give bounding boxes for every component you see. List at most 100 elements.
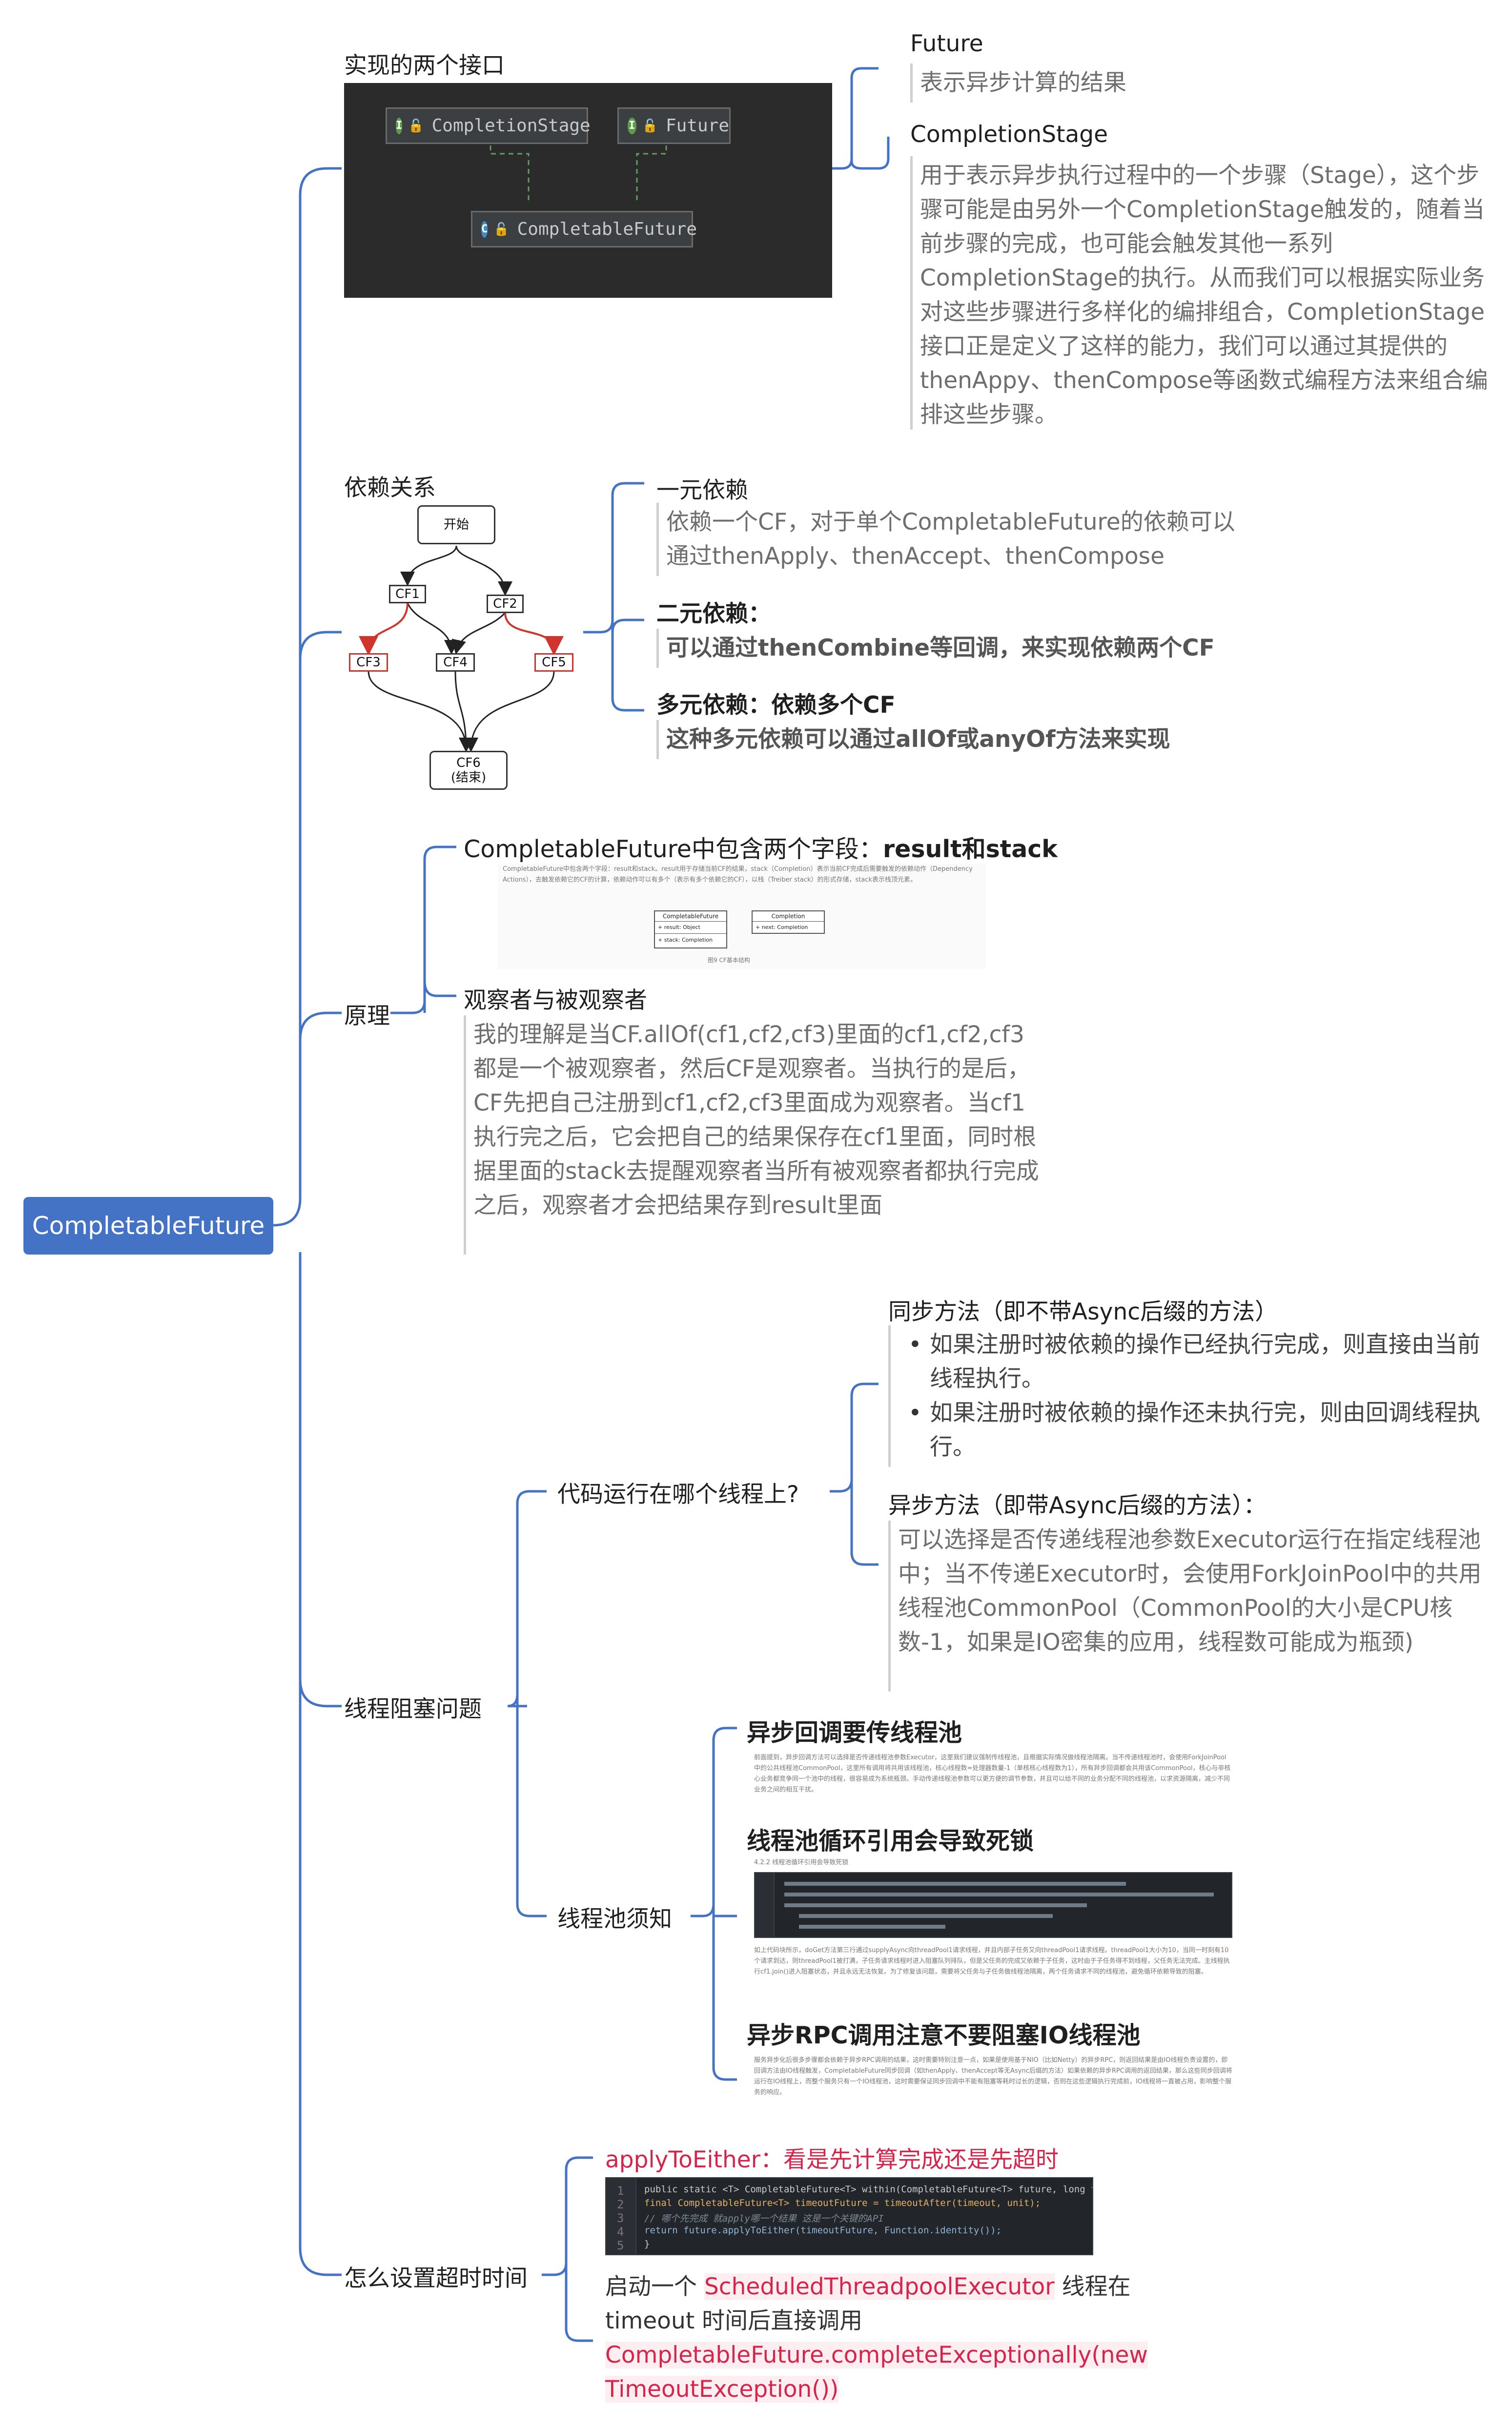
fields-title-bold: result和stack [882,835,1058,863]
async-bar [888,1521,891,1691]
uml-future: I 🔓 Future [617,107,731,144]
stage-title[interactable]: CompletionStage [910,121,1108,148]
branch-blocking[interactable]: 线程阻塞问题 [344,1696,482,1723]
note2-text: 如上代码块所示，doGet方法第三行通过supplyAsync向threadPo… [754,1947,1230,1976]
thumb-box1-f1: + result: Object [655,922,726,934]
node-cf6-line1: CF6 [456,756,481,770]
sync-bar [888,1325,891,1467]
thumb-box2-title: Completion [753,911,824,922]
connector-note1 [691,1727,737,1917]
observer-bar [464,1015,466,1255]
connector-future [832,67,879,170]
stage-bar [910,156,913,430]
binary-title[interactable]: 二元依赖： [656,600,771,627]
future-desc: 表示异步计算的结果 [920,69,1126,96]
node-start: 开始 [417,505,495,544]
observer-title[interactable]: 观察者与被观察者 [464,987,647,1014]
branch-dependency[interactable]: 依赖关系 [344,474,436,501]
interface-icon: I [396,117,403,134]
fields-title-prefix: CompletableFuture中包含两个字段： [464,835,883,863]
sync-bullet-1: 如果注册时被依赖的操作已经执行完成，则直接由当前线程执行。 [908,1328,1484,1396]
timeout-code-block: 1 2 3 4 5 public static <T> CompletableF… [605,2177,1093,2255]
uml-future-label: Future [665,116,729,136]
timeout-desc-p1: 启动一个 [605,2273,697,2300]
connector-blocking [299,1252,342,1708]
code-line-number-3: 3 [617,2211,624,2225]
uml-completion-stage: I 🔓 CompletionStage [386,107,591,144]
note3-text: 服务异步化后很多步骤都会依赖于异步RPC调用的结果，这时需要特别注意一点，如果是… [754,2057,1232,2096]
connector-principle [299,1011,342,1198]
principle-thumbnail: CompletableFuture中包含两个字段：result和stack。re… [498,864,986,969]
pool-notes-label[interactable]: 线程池须知 [557,1906,672,1933]
node-cf4: CF4 [436,653,475,672]
code-line-number-4: 4 [617,2225,624,2239]
thumb-box1-title: CompletableFuture [655,911,726,922]
note1-text: 前面提到，异步回调方法可以选择是否传递线程池参数Executor，这里我们建议强… [754,1754,1231,1793]
uml-completable-future-label: CompletableFuture [517,219,697,239]
connector-note3 [712,1916,737,2081]
note3-title[interactable]: 异步RPC调用注意不要阻塞IO线程池 [747,2021,1141,2049]
stage-desc: 用于表示异步执行过程中的一个步骤（Stage），这个步骤可能是由另外一个Comp… [920,162,1488,428]
multi-bar [656,720,659,759]
note2-code-block [754,1872,1232,1938]
lock-icon: 🔓 [642,118,658,133]
apply-title[interactable]: applyToEither：看是先计算完成还是先超时 [605,2146,1059,2173]
timeout-desc-red1: ScheduledThreadpoolExecutor [704,2273,1055,2300]
connector-timeout-desc [565,2263,593,2342]
multi-title[interactable]: 多元依赖：依赖多个CF [656,692,896,719]
timeout-desc-p2: 线程在timeout 时间后直接调用 [605,2273,1131,2334]
connector-async [850,1479,879,1566]
sync-title[interactable]: 同步方法（即不带Async后缀的方法） [888,1298,1278,1325]
connector-timeout [299,1679,342,2276]
uml-completable-future: C 🔓 CompletableFuture [471,211,697,247]
binary-bar [656,629,659,668]
note2-title[interactable]: 线程池循环引用会导致死锁 [747,1827,1034,1855]
node-cf5: CF5 [534,653,573,672]
thumb-text: CompletableFuture中包含两个字段：result和stack。re… [503,865,973,884]
thumb-box1-f2: + stack: Completion [658,937,713,943]
code-line-3: // 哪个先完成 就apply哪一个结果 这是一个关键的API [644,2213,884,2224]
timeout-desc-red2: CompletableFuture.completeExceptionally(… [605,2342,1148,2403]
branch-interfaces[interactable]: 实现的两个接口 [344,52,505,79]
code-line-number-5: 5 [617,2239,624,2252]
branch-principle[interactable]: 原理 [344,1003,390,1030]
node-cf6-line2: (结束) [450,770,487,785]
unary-title[interactable]: 一元依赖 [656,477,748,504]
thumb-box2-f1: + next: Completion [756,924,808,930]
class-icon: C [481,221,488,238]
thumb-box2: Completion + next: Completion [752,910,825,934]
code-line-4: return future.applyToEither(timeoutFutur… [644,2225,1002,2236]
code-line-number-2: 2 [617,2198,624,2211]
connector-unary [583,482,644,634]
sync-bullet-2: 如果注册时被依赖的操作还未执行完，则由回调线程执行。 [908,1396,1484,1464]
connector-pool-notes [516,1694,547,1917]
note1-title[interactable]: 异步回调要传线程池 [747,1719,962,1747]
future-title[interactable]: Future [910,30,983,57]
binary-desc: 可以通过thenCombine等回调，来实现依赖两个CF [666,635,1215,661]
which-thread-label[interactable]: 代码运行在哪个线程上? [557,1481,799,1508]
thumb-box1: CompletableFuture + result: Object + sta… [654,910,727,948]
lock-icon: 🔓 [408,118,424,133]
unary-desc: 依赖一个CF，对于单个CompletableFuture的依赖可以通过thenA… [666,509,1235,570]
observer-desc: 我的理解是当CF.allOf(cf1,cf2,cf3)里面的cf1,cf2,cf… [473,1021,1039,1219]
connector-stage [850,137,890,170]
unary-bar [656,503,659,576]
async-title[interactable]: 异步方法（即带Async后缀的方法）： [888,1492,1267,1519]
dependency-graph: 开始 CF1 CF2 CF3 CF4 CF5 CF6 (结束) [344,503,583,791]
connector-binary-link [611,615,644,633]
note2-sub: 4.2.2 线程池循环引用会导致死锁 [754,1859,849,1866]
branch-timeout[interactable]: 怎么设置超时时间 [344,2265,528,2292]
future-bar [910,63,913,103]
connector-interfaces [273,167,342,1227]
root-node[interactable]: CompletableFuture [23,1197,273,1255]
lock-icon: 🔓 [493,222,510,237]
timeout-desc: 启动一个 ScheduledThreadpoolExecutor 线程在time… [605,2270,1181,2407]
node-cf1: CF1 [389,585,426,603]
uml-completion-stage-label: CompletionStage [431,116,591,136]
uml-diagram: I 🔓 CompletionStage I 🔓 Future C 🔓 Compl… [344,83,832,298]
connector-apply [542,2156,593,2276]
fields-title[interactable]: CompletableFuture中包含两个字段：result和stack [464,830,1058,865]
code-line-number-1: 1 [617,2184,624,2198]
code-line-1: public static <T> CompletableFuture<T> w… [644,2184,1093,2195]
